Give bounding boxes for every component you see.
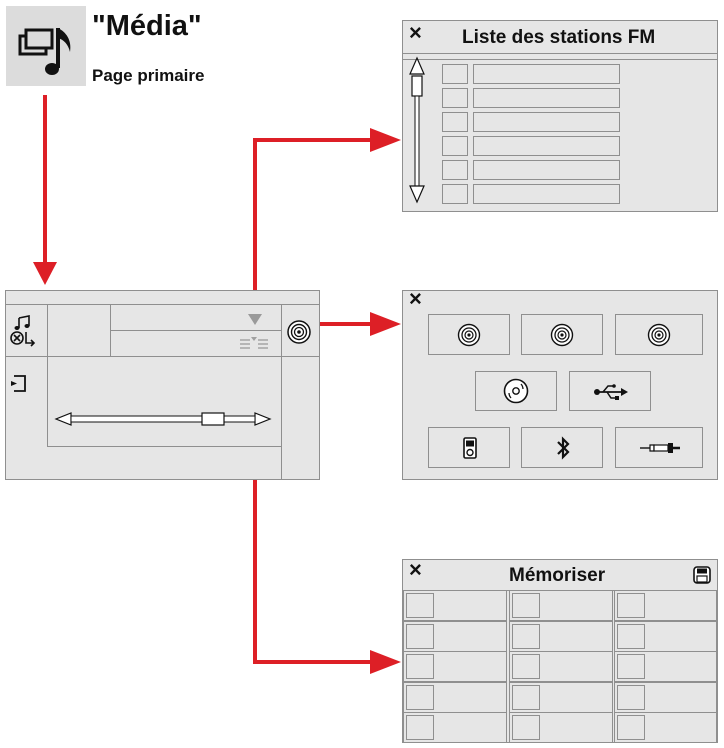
radio-antenna-icon bbox=[550, 323, 574, 347]
primary-page-panel bbox=[5, 290, 320, 480]
media-music-icon bbox=[18, 28, 71, 75]
memorise-preset-box bbox=[617, 684, 645, 710]
memorise-preset-box bbox=[617, 623, 645, 649]
fm-station-name-box bbox=[473, 88, 620, 108]
fm-station-preset-box bbox=[442, 88, 468, 108]
memorise-preset-slot[interactable] bbox=[614, 681, 717, 713]
fm-scrollbar[interactable] bbox=[409, 56, 429, 208]
source-button-cd[interactable] bbox=[475, 371, 557, 411]
fm-station-name-box bbox=[473, 184, 620, 204]
memorise-preset-box bbox=[512, 593, 540, 618]
fm-station-row[interactable] bbox=[442, 160, 620, 180]
save-icon[interactable] bbox=[693, 566, 711, 584]
slider-bar[interactable] bbox=[54, 410, 275, 430]
media-icon-tile bbox=[6, 6, 86, 86]
fm-station-name-box bbox=[473, 64, 620, 84]
source-button-aux[interactable] bbox=[615, 427, 703, 468]
arrowhead-memorise bbox=[370, 650, 401, 674]
memorise-close-button[interactable]: × bbox=[409, 557, 422, 582]
memorise-preset-box bbox=[406, 654, 434, 679]
memorise-preset-slot[interactable] bbox=[403, 712, 507, 743]
scroll-down-icon bbox=[409, 185, 425, 204]
source-button-radio-1[interactable] bbox=[428, 314, 510, 355]
memorise-preset-box bbox=[512, 623, 540, 649]
source-button-usb[interactable] bbox=[569, 371, 651, 411]
memorise-preset-slot[interactable] bbox=[403, 620, 507, 652]
memorise-preset-slot[interactable] bbox=[509, 712, 613, 743]
memorise-preset-slot[interactable] bbox=[403, 681, 507, 713]
memorise-preset-box bbox=[512, 684, 540, 710]
fm-station-name-box bbox=[473, 160, 620, 180]
fm-station-name-box bbox=[473, 136, 620, 156]
slider-thumb bbox=[201, 412, 225, 426]
source-button-radio-3[interactable] bbox=[615, 314, 703, 355]
fm-list-title: Liste des stations FM bbox=[462, 27, 656, 48]
radio-antenna-icon bbox=[647, 323, 671, 347]
radio-antenna-icon bbox=[457, 323, 481, 347]
aux-jack-icon bbox=[640, 443, 680, 453]
fm-station-name-box bbox=[473, 112, 620, 132]
enter-icon[interactable] bbox=[10, 375, 28, 393]
fm-station-preset-box bbox=[442, 160, 468, 180]
fm-station-preset-box bbox=[442, 112, 468, 132]
fm-station-row[interactable] bbox=[442, 136, 620, 156]
source-button-ipod[interactable] bbox=[428, 427, 510, 468]
memorise-title: Mémoriser bbox=[509, 565, 606, 586]
arrow-to-fm-list bbox=[253, 138, 372, 312]
memorise-preset-slot[interactable] bbox=[614, 712, 717, 743]
fm-station-preset-box bbox=[442, 136, 468, 156]
memorise-preset-box bbox=[406, 684, 434, 710]
memorise-preset-slot[interactable] bbox=[509, 620, 613, 652]
arrowhead-down bbox=[33, 262, 57, 285]
memorise-preset-box bbox=[617, 654, 645, 679]
memorise-preset-slot[interactable] bbox=[614, 620, 717, 652]
arrowhead-sources bbox=[370, 312, 401, 336]
usb-icon bbox=[594, 384, 628, 400]
memorise-preset-slot[interactable] bbox=[509, 681, 613, 713]
fm-station-preset-box bbox=[442, 184, 468, 204]
ipod-icon bbox=[463, 437, 477, 459]
scroll-up-icon bbox=[409, 56, 425, 75]
memorise-preset-slot[interactable] bbox=[614, 651, 717, 682]
memorise-preset-box bbox=[617, 715, 645, 740]
fm-station-row[interactable] bbox=[442, 112, 620, 132]
fm-close-button[interactable]: × bbox=[409, 20, 422, 45]
memorise-preset-slot[interactable] bbox=[403, 590, 507, 621]
source-button-bluetooth[interactable] bbox=[521, 427, 603, 468]
memorise-preset-slot[interactable] bbox=[614, 590, 717, 621]
fm-station-preset-box bbox=[442, 64, 468, 84]
fm-station-row[interactable] bbox=[442, 88, 620, 108]
memorise-preset-box bbox=[406, 715, 434, 740]
list-filter-icon[interactable] bbox=[240, 337, 270, 351]
memorise-preset-box bbox=[617, 593, 645, 618]
memorise-preset-box bbox=[406, 593, 434, 618]
fm-station-row[interactable] bbox=[442, 64, 620, 84]
memorise-preset-slot[interactable] bbox=[403, 651, 507, 682]
source-music-icon[interactable] bbox=[10, 315, 36, 347]
bluetooth-icon bbox=[557, 436, 570, 460]
source-button-radio-2[interactable] bbox=[521, 314, 603, 355]
radio-antenna-icon[interactable] bbox=[286, 319, 312, 345]
memorise-preset-box bbox=[512, 715, 540, 740]
fm-station-row[interactable] bbox=[442, 184, 620, 204]
page-title: "Média" bbox=[92, 10, 202, 42]
memorise-preset-box bbox=[512, 654, 540, 679]
arrow-down-icon[interactable] bbox=[248, 314, 264, 326]
memorise-preset-box bbox=[406, 623, 434, 649]
memorise-preset-slot[interactable] bbox=[509, 590, 613, 621]
page-subtitle: Page primaire bbox=[92, 66, 205, 85]
cd-icon bbox=[503, 378, 529, 404]
memorise-preset-slot[interactable] bbox=[509, 651, 613, 682]
sources-close-button[interactable]: × bbox=[409, 286, 422, 311]
arrowhead-fm bbox=[370, 128, 401, 152]
